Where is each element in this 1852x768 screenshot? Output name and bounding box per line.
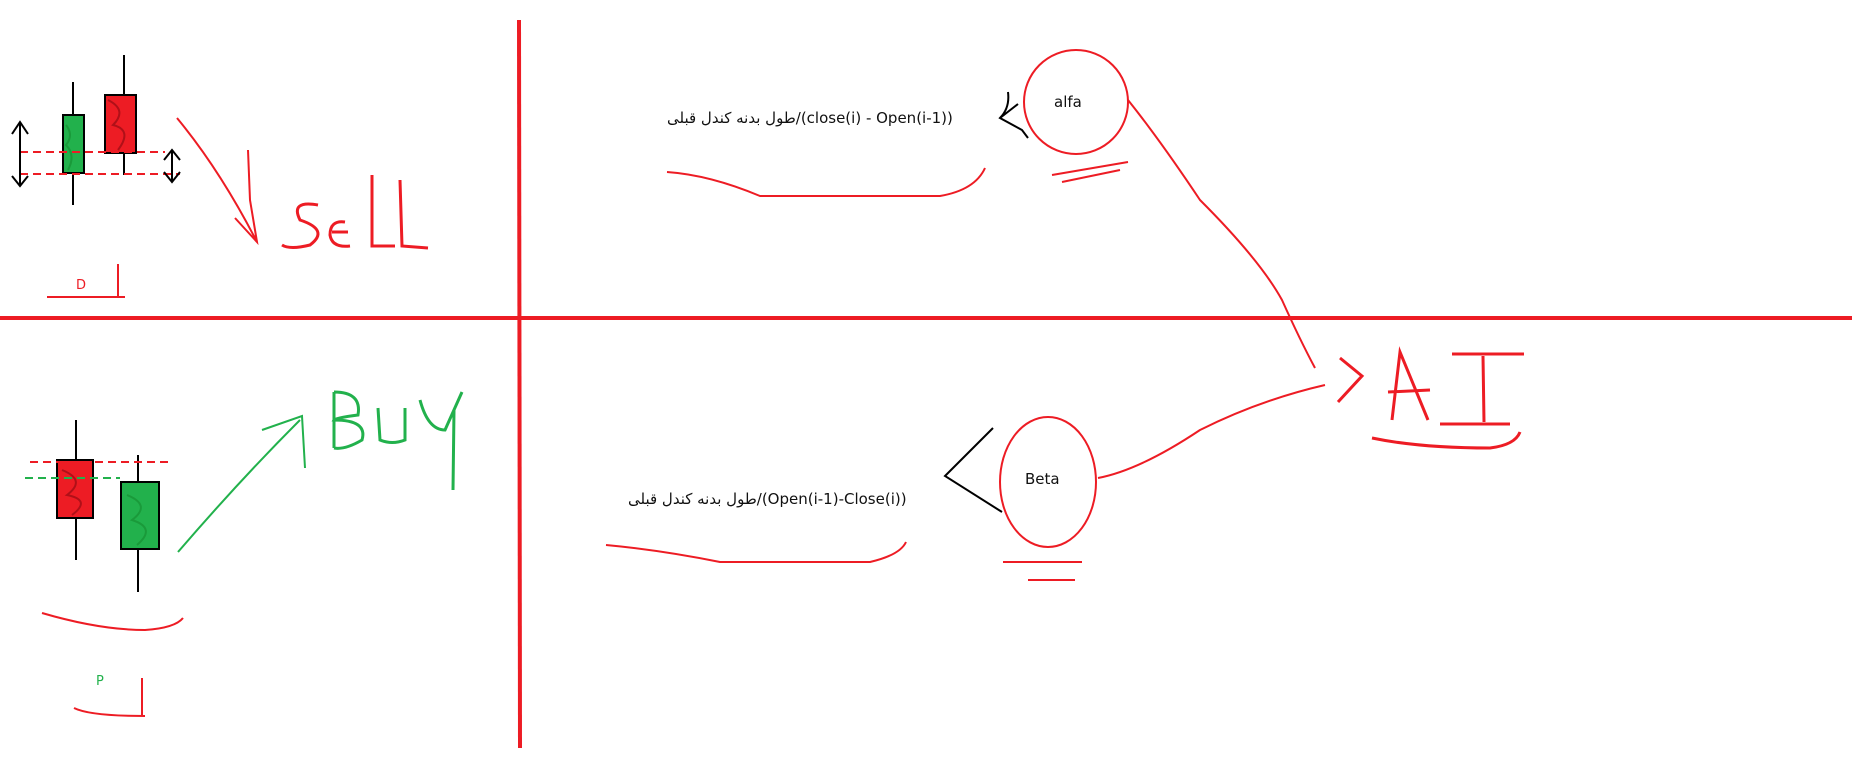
beta-underline <box>1003 561 1082 581</box>
vertical-divider <box>517 19 522 749</box>
buy-marker-label: P <box>96 674 104 689</box>
alfa-formula-text: (close(i) - Open(i-1))/طول بدنه کندل قبل… <box>667 109 953 127</box>
buy-marker-underline <box>73 678 146 717</box>
sell-candles <box>11 55 181 205</box>
alfa-circle <box>1023 49 1129 155</box>
buy-arrow <box>177 414 306 553</box>
sell-handwritten-label <box>281 175 429 250</box>
alfa-to-ai-connector <box>1127 99 1316 369</box>
sell-marker-label: D <box>76 278 87 293</box>
beta-circle <box>999 416 1097 548</box>
beta-node-label: Beta <box>1025 470 1060 488</box>
ai-handwritten-label <box>1336 346 1524 450</box>
buy-candles <box>25 420 170 592</box>
beta-formula-underline <box>605 541 907 563</box>
sell-arrow <box>176 117 259 246</box>
beta-formula-text: (Open(i-1)-Close(i))/طول بدنه کندل قبلی <box>628 490 907 508</box>
sell-marker-underline <box>47 264 125 298</box>
buy-curve <box>41 612 184 632</box>
alfa-underline <box>1051 161 1129 183</box>
alfa-node-label: alfa <box>1054 93 1082 111</box>
beta-to-ai-connector <box>1097 384 1326 479</box>
alfa-pointer <box>998 91 1029 139</box>
beta-pointer <box>943 427 1003 513</box>
buy-handwritten-label <box>331 390 464 491</box>
alfa-formula-underline <box>666 167 986 197</box>
